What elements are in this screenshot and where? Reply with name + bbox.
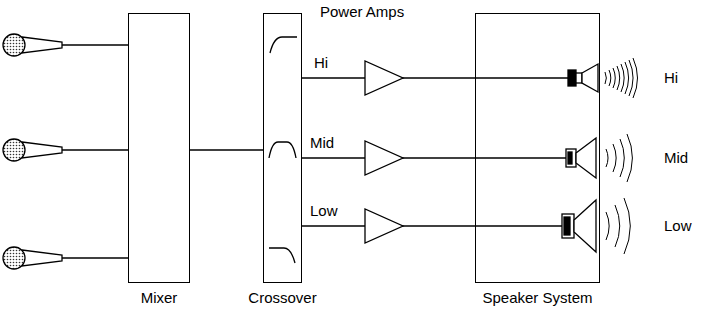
band-label: Mid xyxy=(662,149,690,167)
box-outline xyxy=(128,13,190,283)
block-box: Speaker System xyxy=(475,13,600,283)
sound-wave xyxy=(606,212,609,240)
sound-waves xyxy=(605,58,638,254)
microphone xyxy=(3,139,128,161)
box-label: Crossover xyxy=(246,289,318,307)
box-outline xyxy=(263,13,302,283)
box-label: Mixer xyxy=(139,289,180,307)
block-box: Mixer xyxy=(128,13,190,283)
low-pass-symbol xyxy=(269,248,295,263)
band-pass-symbol xyxy=(269,142,296,158)
sound-wave xyxy=(605,72,606,84)
sound-wave xyxy=(609,70,611,86)
sound-wave xyxy=(615,205,620,247)
band-label: Hi xyxy=(312,54,330,72)
sound-wave xyxy=(633,58,638,98)
sound-wave xyxy=(621,64,624,92)
box-label: Speaker System xyxy=(480,289,594,307)
box-outline xyxy=(475,13,600,283)
sound-wave xyxy=(613,144,616,172)
band-label: Mid xyxy=(308,134,336,152)
amplifier-symbol xyxy=(365,61,403,95)
amplifier-symbol xyxy=(365,141,403,175)
microphone xyxy=(3,247,128,269)
sound-wave xyxy=(613,68,615,88)
sound-wave xyxy=(624,198,630,254)
band-label: Hi xyxy=(662,69,680,87)
group-label: Power Amps xyxy=(318,3,406,21)
high-pass-symbol xyxy=(270,37,297,53)
driver-wires xyxy=(475,78,568,226)
band-label: Low xyxy=(662,217,694,235)
woofer xyxy=(562,200,596,252)
sound-wave xyxy=(606,149,608,167)
sound-wave xyxy=(625,62,629,94)
microphone xyxy=(3,34,128,56)
sound-wave xyxy=(617,66,620,90)
block-box: Crossover xyxy=(263,13,302,283)
band-label: Low xyxy=(308,202,340,220)
sound-wave xyxy=(627,134,632,182)
signal-line xyxy=(190,149,263,150)
midrange-driver xyxy=(566,138,596,178)
sound-wave xyxy=(620,139,624,177)
amplifier-symbol xyxy=(365,209,403,243)
filter-symbols xyxy=(269,37,297,263)
sound-wave xyxy=(629,60,633,96)
tweeter xyxy=(568,64,598,92)
